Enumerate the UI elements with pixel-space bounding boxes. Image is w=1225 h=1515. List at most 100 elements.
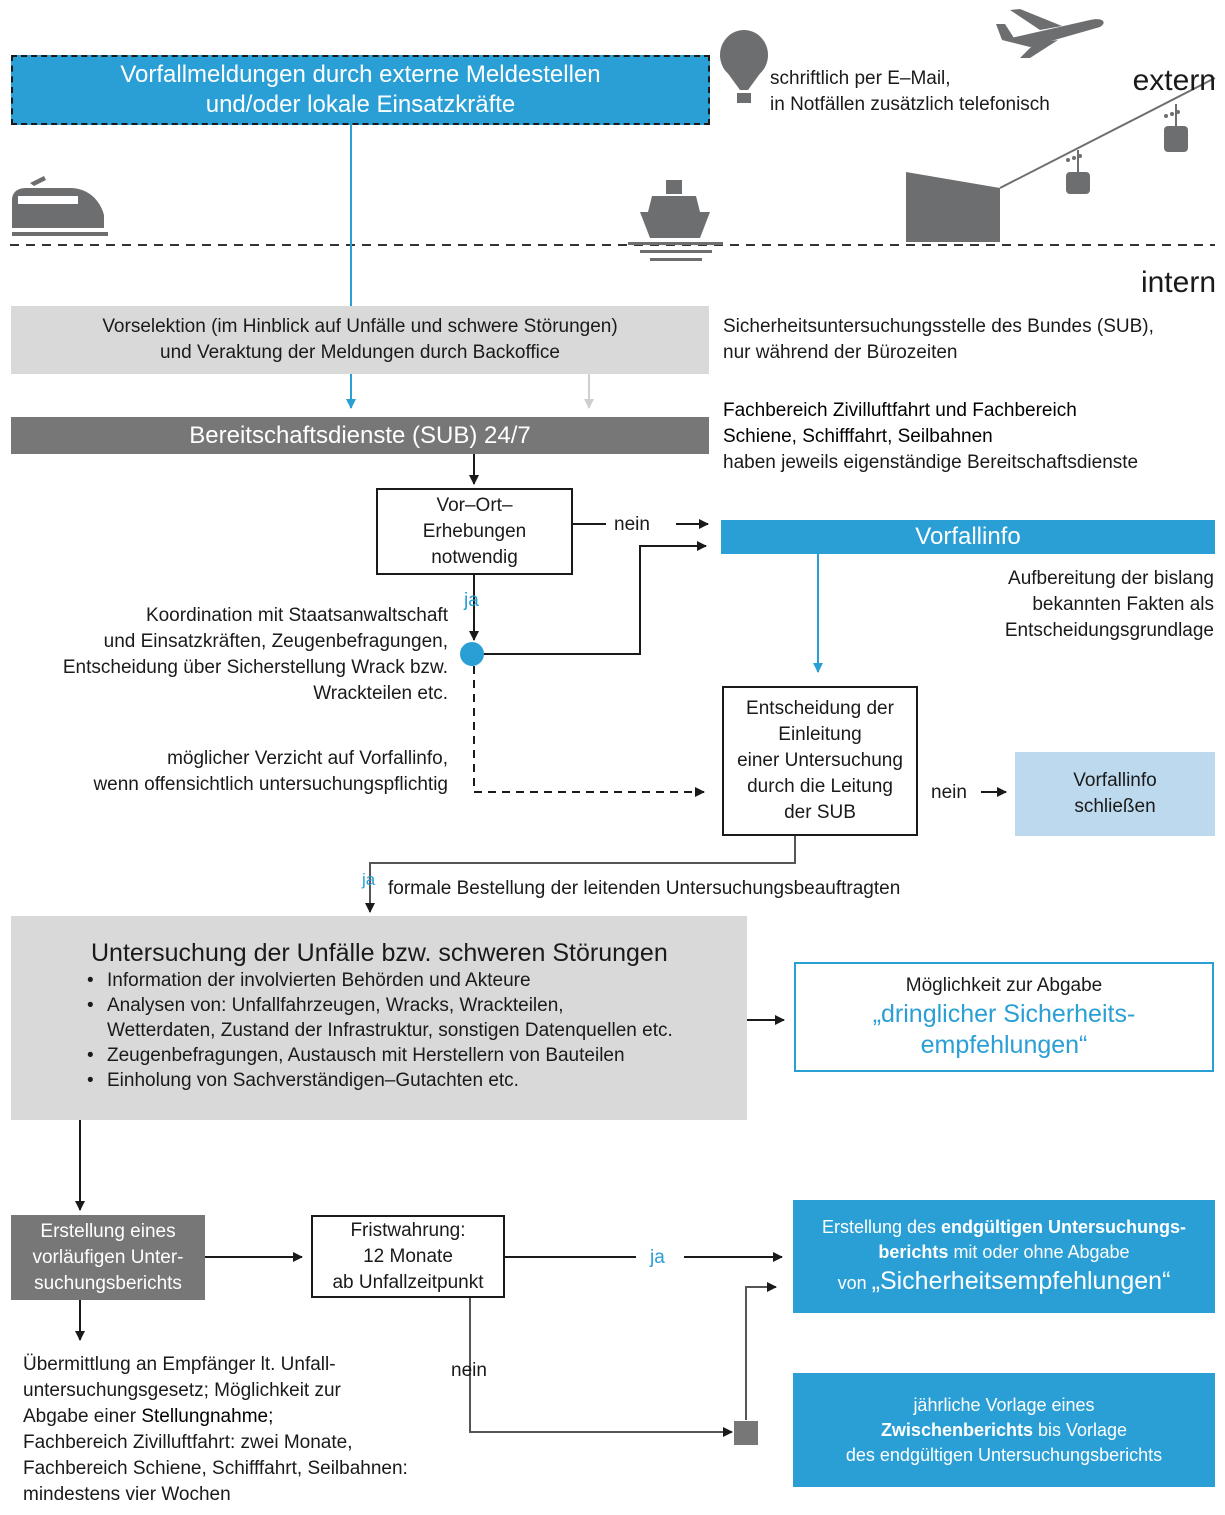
appointment-note: formale Bestellung der leitenden Untersu…: [388, 878, 901, 899]
coordination-line1: Koordination mit Staatsanwaltschaft: [145, 605, 448, 626]
standby-box: Bereitschaftsdienste (SUB) 24/7: [11, 417, 709, 454]
deadline-line1: Fristwahrung:: [350, 1219, 466, 1241]
cable-car-icon: [906, 77, 1216, 242]
onsite-nein-label: nein: [614, 514, 650, 535]
arrow-deadline-nein: [469, 1298, 733, 1437]
arrow-decision-ja: [365, 836, 796, 913]
vorfallinfo-note-line3: Entscheidungsgrundlage: [1004, 620, 1214, 641]
final-line3: von „Sicherheitsempfehlungen“: [838, 1265, 1171, 1299]
coordination-line4: Wrackteilen etc.: [313, 683, 448, 704]
deadline-box: Fristwahrung: 12 Monate ab Unfallzeitpun…: [311, 1215, 505, 1298]
interim-line3: des endgültigen Untersuchungsberichts: [845, 1444, 1163, 1465]
junction-square: [734, 1421, 758, 1445]
final-report-box: Erstellung des endgültigen Untersuchungs…: [793, 1200, 1215, 1313]
final-bold2: berichts: [878, 1241, 949, 1262]
reporting-line1: schriftlich per E–Mail,: [770, 68, 951, 89]
vorfallinfo-note-line1: Aufbereitung der bislang: [1008, 568, 1214, 589]
urgent-line3: empfehlungen“: [920, 1031, 1088, 1059]
deadline-line3: ab Unfallzeitpunkt: [332, 1271, 484, 1293]
sub-info-line2: nur während der Bürozeiten: [723, 342, 958, 363]
decision-line3: einer Untersuchung: [737, 750, 903, 771]
prelim-line1: Erstellung eines: [40, 1220, 176, 1242]
onsite-line2: Erhebungen: [422, 520, 527, 542]
decision-line1: Entscheidung der: [746, 698, 894, 719]
waiver-note: möglicher Verzicht auf Vorfallinfo, wenn…: [10, 746, 448, 798]
investigation-box: Untersuchung der Unfälle bzw. schweren S…: [11, 916, 747, 1120]
deadline-line2: 12 Monate: [363, 1245, 453, 1267]
preselection-line1: Vorselektion (im Hinblick auf Unfälle un…: [102, 316, 618, 337]
balloon-icon: [720, 30, 768, 103]
close-vorfallinfo-box: Vorfallinfo schließen: [1015, 752, 1215, 836]
junction-dot: [460, 642, 484, 666]
deadline-nein-label: nein: [451, 1360, 487, 1381]
ship-icon: [628, 180, 723, 261]
transmission-note: Übermittlung an Empfänger lt. Unfall- un…: [23, 1352, 453, 1508]
standby-note-line3: haben jeweils eigenständige Bereitschaft…: [723, 452, 1139, 473]
vorfallinfo-note-line2: bekannten Fakten als: [1032, 594, 1214, 615]
preselection-line2: und Veraktung der Meldungen durch Backof…: [160, 342, 560, 363]
investigation-list: Information der involvierten Behörden un…: [81, 968, 747, 1093]
interim-post: bis Vorlage: [1032, 1419, 1128, 1440]
preliminary-report-box: Erstellung eines vorläufigen Unter- such…: [11, 1215, 205, 1300]
incident-report-line2: und/oder lokale Einsatzkräfte: [205, 91, 516, 118]
urgent-line1: Möglichkeit zur Abgabe: [905, 975, 1103, 996]
vorfallinfo-box: Vorfallinfo: [721, 520, 1215, 554]
transmission-line3b: Stellungnahme;: [141, 1406, 274, 1427]
transmission-line3a: Abgabe einer: [23, 1406, 142, 1427]
investigation-item-continued: Wetterdaten, Zustand der Infrastruktur, …: [81, 1018, 747, 1043]
interim-report-box: jährliche Vorlage eines Zwischenberichts…: [793, 1373, 1215, 1487]
coordination-line2: und Einsatzkräften, Zeugenbefragungen,: [103, 631, 448, 652]
arrow-square-to-final: [745, 1282, 777, 1420]
deadline-ja-label: ja: [650, 1247, 665, 1268]
investigation-item: Analysen von: Unfallfahrzeugen, Wracks, …: [81, 993, 747, 1018]
interim-line2: Zwischenberichts bis Vorlage: [881, 1418, 1127, 1443]
decision-line2: Einleitung: [778, 724, 862, 745]
final-pre: Erstellung des: [821, 1216, 942, 1237]
sub-info-line1: Sicherheitsuntersuchungsstelle des Bunde…: [723, 316, 1154, 337]
onsite-line3: notwendig: [431, 546, 518, 568]
final-line1: Erstellung des endgültigen Untersuchungs…: [822, 1215, 1186, 1240]
close-info-line1: Vorfallinfo: [1073, 770, 1157, 791]
label-extern: extern: [1132, 64, 1216, 97]
standby-note-line2: Schiene, Schifffahrt, Seilbahnen: [723, 426, 993, 447]
investigation-title: Untersuchung der Unfälle bzw. schweren S…: [91, 939, 668, 967]
standby-note-line1: Fachbereich Zivilluftfahrt und Fachberei…: [723, 400, 1077, 421]
arrow-dot-to-vorfallinfo: [483, 541, 707, 655]
label-intern: intern: [1140, 266, 1216, 299]
final-line3a: von: [837, 1272, 872, 1293]
sub-office-hours-note: Sicherheitsuntersuchungsstelle des Bunde…: [723, 314, 1213, 366]
waiver-line1: möglicher Verzicht auf Vorfallinfo,: [167, 748, 448, 769]
final-post: mit oder ohne Abgabe: [948, 1241, 1130, 1262]
decision-nein-label: nein: [931, 782, 967, 803]
prelim-line2: vorläufigen Unter-: [32, 1246, 184, 1268]
standby-label: Bereitschaftsdienste (SUB) 24/7: [189, 421, 531, 449]
decision-line4: durch die Leitung: [747, 776, 893, 797]
investigation-item: Zeugenbefragungen, Austausch mit Herstel…: [81, 1043, 747, 1068]
train-icon: [12, 176, 108, 236]
investigation-item: Information der involvierten Behörden un…: [81, 968, 747, 993]
urgent-recommendations-box: Möglichkeit zur Abgabe „dringlicher Sich…: [794, 962, 1214, 1072]
transmission-line5: Fachbereich Schiene, Schifffahrt, Seilba…: [23, 1458, 408, 1479]
preselection-box: Vorselektion (im Hinblick auf Unfälle un…: [11, 306, 709, 374]
investigation-item-text: Wetterdaten, Zustand der Infrastruktur, …: [107, 1020, 673, 1041]
transmission-line1: Übermittlung an Empfänger lt. Unfall-: [23, 1354, 336, 1375]
standby-note: Fachbereich Zivilluftfahrt und Fachberei…: [723, 398, 1213, 476]
final-bold1: endgültigen Untersuchungs-: [941, 1216, 1187, 1237]
final-line3b: „Sicherheitsempfehlungen“: [871, 1266, 1171, 1295]
airplane-icon: [996, 9, 1104, 58]
incident-report-box: Vorfallmeldungen durch externe Meldestel…: [11, 55, 710, 125]
interim-line1: jährliche Vorlage eines: [913, 1394, 1095, 1415]
arrow-waiver-dashed: [473, 666, 705, 797]
final-line2: berichts mit oder ohne Abgabe: [878, 1240, 1129, 1265]
coordination-note: Koordination mit Staatsanwaltschaft und …: [10, 603, 448, 707]
vorfallinfo-note: Aufbereitung der bislang bekannten Fakte…: [900, 566, 1214, 644]
interim-bold: Zwischenberichts: [880, 1419, 1033, 1440]
urgent-line2: „dringlicher Sicherheits-: [872, 1000, 1136, 1028]
coordination-line3: Entscheidung über Sicherstellung Wrack b…: [62, 657, 448, 678]
vorfallinfo-label: Vorfallinfo: [915, 523, 1021, 550]
reporting-line2: in Notfällen zusätzlich telefonisch: [770, 94, 1050, 115]
onsite-ja-label: ja: [464, 590, 479, 611]
investigation-decision-box: Entscheidung der Einleitung einer Unters…: [722, 686, 918, 836]
transmission-line6: mindestens vier Wochen: [23, 1484, 231, 1505]
